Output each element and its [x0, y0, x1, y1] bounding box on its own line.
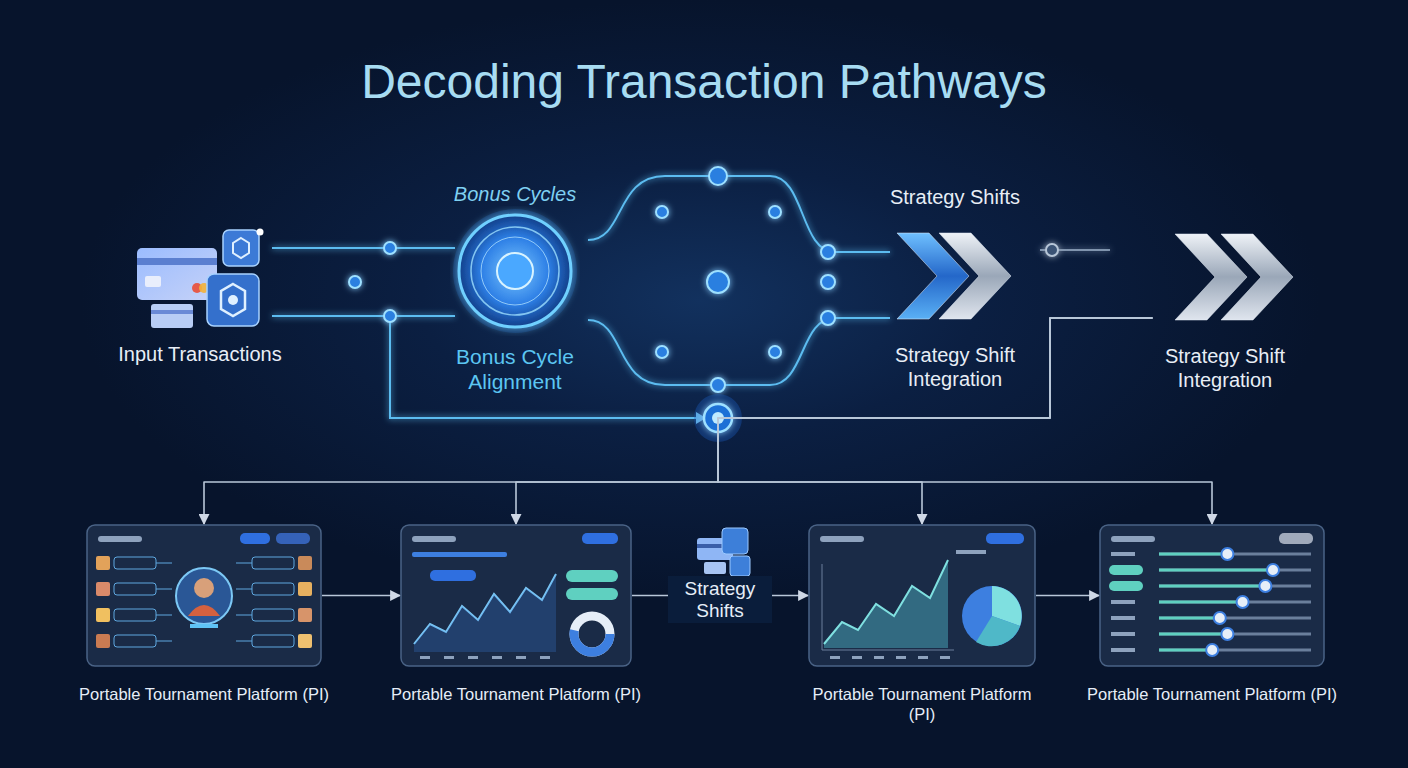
diagram-title: Decoding Transaction Pathways: [0, 54, 1408, 109]
connector: [1015, 275, 1153, 278]
node-shape: [86, 524, 322, 667]
node-shape: [808, 524, 1036, 667]
strategy-chevron: Strategy ShiftsStrategy Shift Integratio…: [850, 185, 1060, 391]
node-label: Strategy Shifts: [890, 185, 1020, 209]
platform-panel: Portable Tournament Platform (PI): [1072, 524, 1352, 705]
chevron-shape: [1153, 232, 1298, 322]
node-label: Strategy Shift Integration: [1120, 344, 1330, 392]
strategy-icon: [697, 528, 750, 576]
input-node: Input Transactions: [110, 228, 290, 366]
bonus-circle: [450, 206, 580, 336]
platform-panel: Portable Tournament Platform (PI): [64, 524, 344, 705]
bonus-cycle-node: Bonus CyclesBonus Cycle Alignment: [410, 182, 620, 394]
connector: [580, 270, 895, 273]
connector: [322, 595, 400, 597]
connector: [718, 318, 1212, 524]
node-label: Portable Tournament Platform (PI): [391, 685, 641, 705]
strategy-chevron: Strategy Shift Integration: [1120, 232, 1330, 392]
edge-label: Strategy Shifts: [668, 576, 772, 624]
connector: [204, 318, 1153, 524]
platform-panel: Portable Tournament Platform (PI): [808, 524, 1036, 725]
node-label: Portable Tournament Platform (PI): [79, 685, 329, 705]
node-shape: [450, 206, 580, 336]
connector: [516, 318, 1153, 524]
connector: [1036, 595, 1099, 597]
node-label: Bonus Cycle Alignment: [410, 344, 620, 394]
connector: [265, 278, 450, 281]
node-label: Portable Tournament Platform (PI): [808, 685, 1036, 725]
dashboard-panel: [1099, 524, 1325, 667]
node-shape: [1099, 524, 1325, 667]
node-label: Bonus Cycles: [454, 182, 576, 206]
node-label: Input Transactions: [118, 342, 281, 366]
branch-lines: [272, 176, 1110, 418]
node-shape: [895, 231, 1015, 321]
connector: [718, 318, 1153, 524]
dashboard-panel: [400, 524, 632, 667]
dashboard-panel: [86, 524, 322, 667]
card-icons: [135, 228, 265, 330]
node-label: Portable Tournament Platform (PI): [1087, 685, 1337, 705]
platform-panel: Portable Tournament Platform (PI): [376, 524, 656, 705]
node-label: Strategy Shift Integration: [850, 343, 1060, 391]
dashboard-panel: [808, 524, 1036, 667]
chevron-shape: [895, 231, 1015, 321]
node-shape: [400, 524, 632, 667]
node-shape: [135, 228, 265, 330]
node-shape: [1153, 232, 1298, 322]
